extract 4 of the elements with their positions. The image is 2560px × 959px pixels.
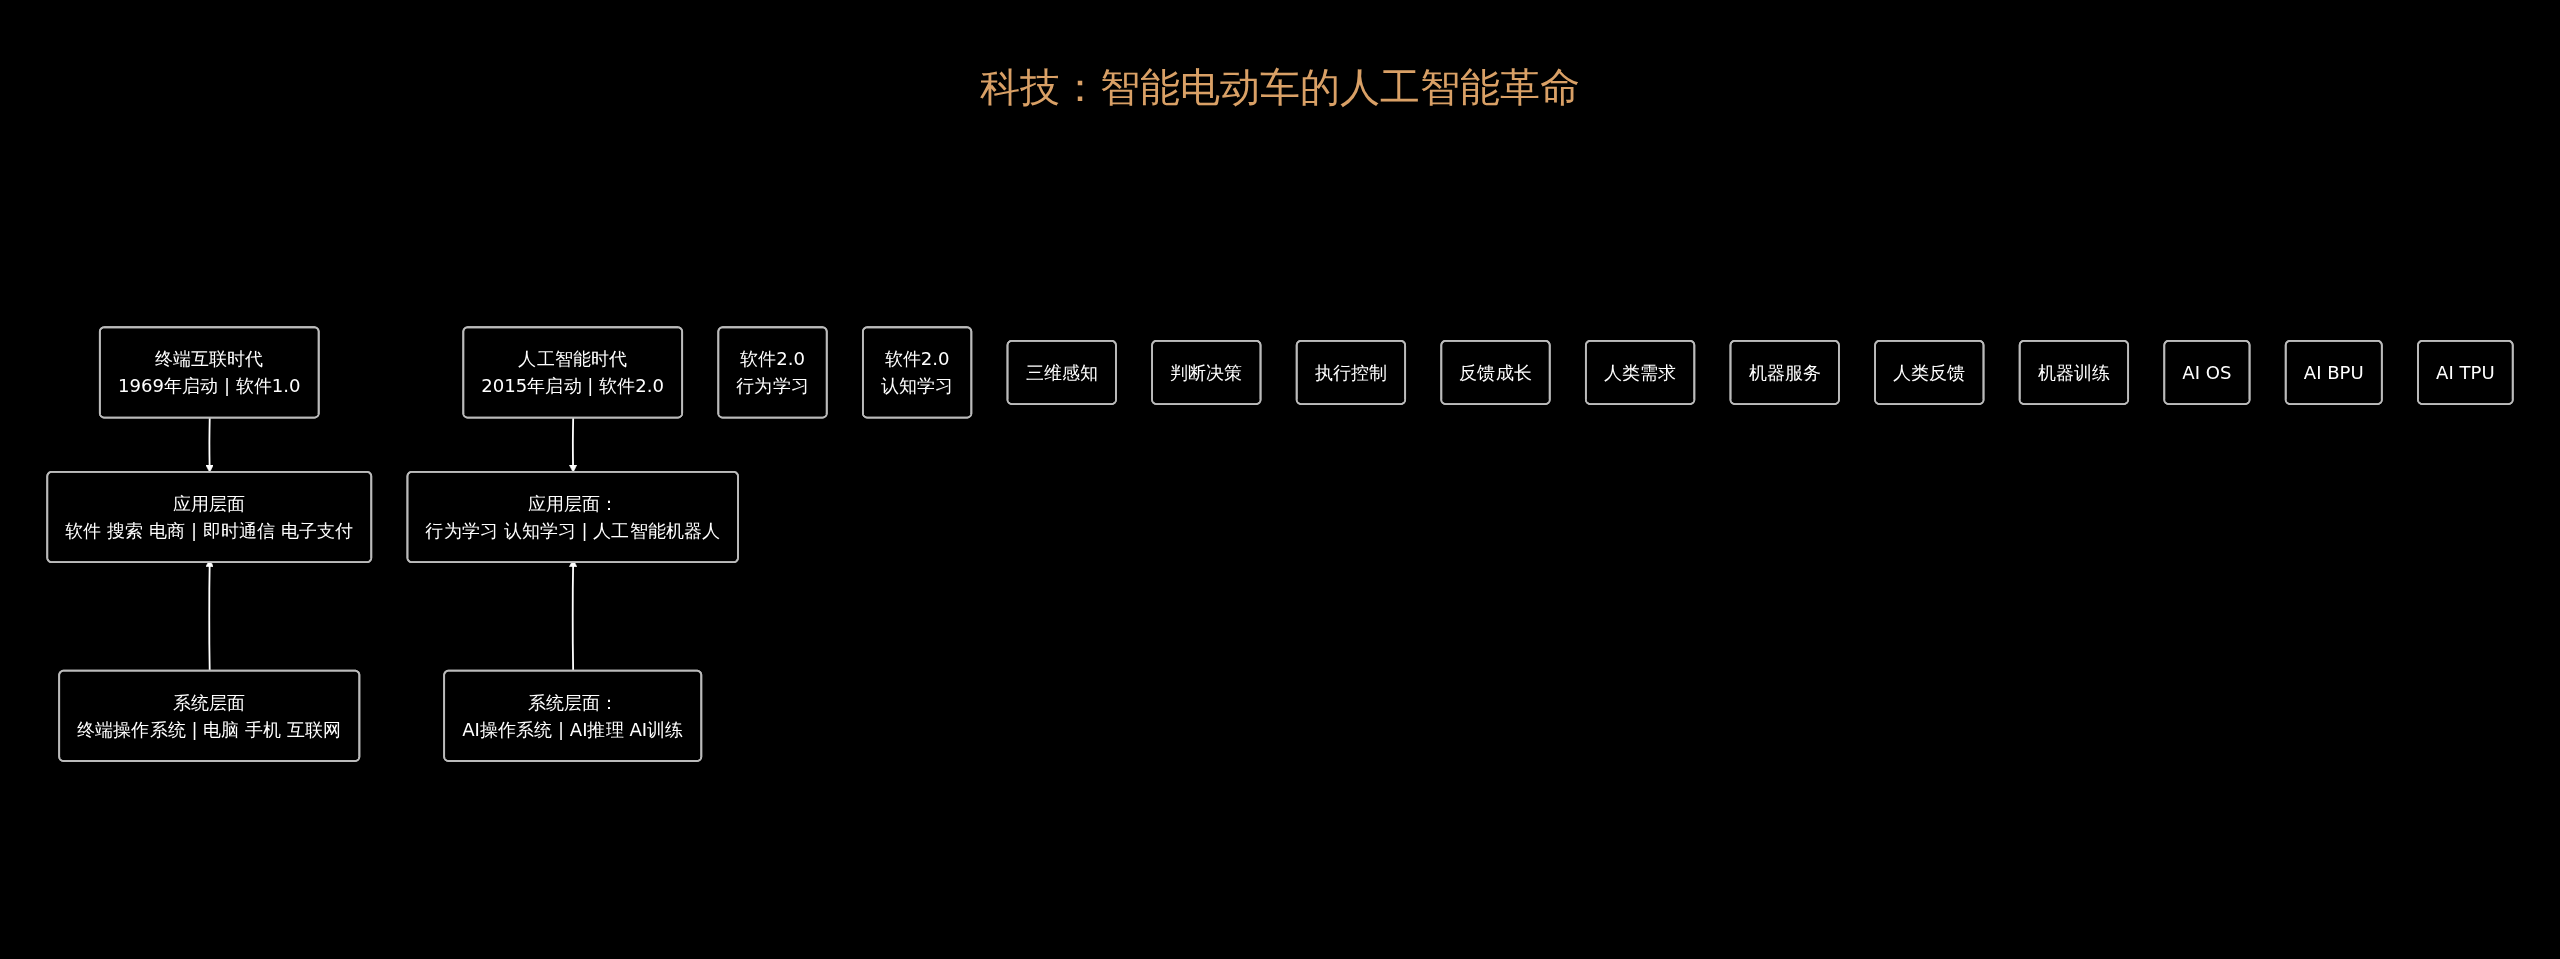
arrow: [569, 417, 578, 473]
arrow: [205, 417, 214, 473]
diagram: 终端互联时代 1969年启动 | 软件1.0 应用层面 软件 搜索 电商 | 即时通信 电子支付 系统层面 终端操作系统 | 电脑 手机 互联网 人工智能时代 2015年启动 | 软件2.0 应用层面： 行为学习 认知学习 | 人工智能机器人 系统层面： AI操作系统 | AI推理 AI训练 软件2.0 行为学习 软件2.0 认知学习 三维感知 判断决策 执行控制 反馈成长 人类需求 机器服务 人类反馈 机器训练 AI OS AI BPU AI TPU: [40, 320, 2520, 769]
title: 科技：智能电动车的人工智能革命: [979, 63, 1581, 112]
